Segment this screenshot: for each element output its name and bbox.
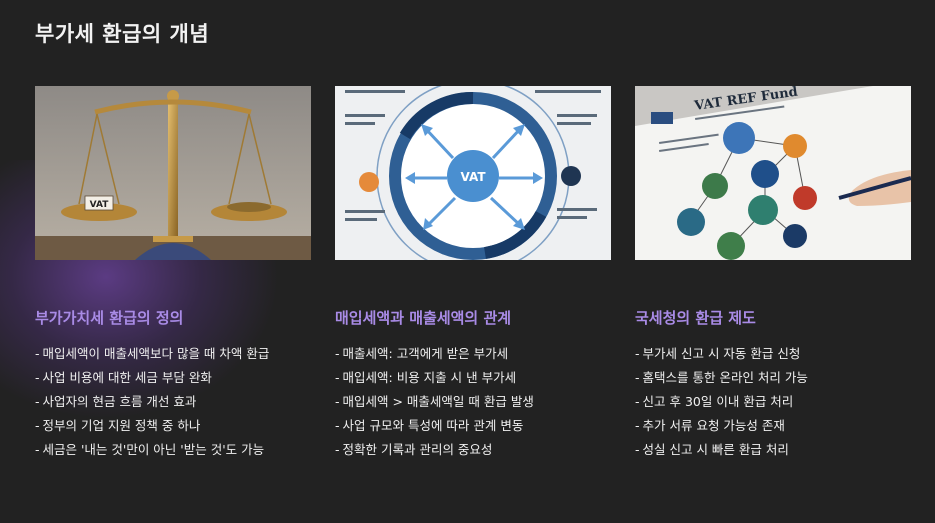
bullet-list: -부가세 신고 시 자동 환급 신청 -홈택스를 통한 온라인 처리 가능 -신… <box>635 342 911 462</box>
list-item: -정부의 기업 지원 정책 중 하나 <box>35 418 201 433</box>
list-item: -세금은 '내는 것'만이 아닌 '받는 것'도 가능 <box>35 442 265 457</box>
page-title: 부가세 환급의 개념 <box>35 22 210 46</box>
list-item: -신고 후 30일 이내 환급 처리 <box>635 394 794 409</box>
list-item: -홈택스를 통한 온라인 처리 가능 <box>635 370 808 385</box>
list-item: -추가 서류 요청 가능성 존재 <box>635 418 785 433</box>
bullet-list: -매입세액이 매출세액보다 많을 때 차액 환급 -사업 비용에 대한 세금 부… <box>35 342 311 462</box>
vat-block-label: VAT <box>90 200 110 210</box>
vat-center-label: VAT <box>460 170 486 184</box>
list-item: -정확한 기록과 관리의 중요성 <box>335 442 493 457</box>
list-item: -성실 신고 시 빠른 환급 처리 <box>635 442 789 457</box>
list-item: -매입세액 > 매출세액일 때 환급 발생 <box>335 394 534 409</box>
card-vat-refund-definition: VAT 부가가치세 환급의 정의 -매입세액이 매출세액보다 많을 때 차액 환… <box>35 86 311 462</box>
bullet-list: -매출세액: 고객에게 받은 부가세 -매입세액: 비용 지출 시 낸 부가세 … <box>335 342 611 462</box>
list-item: -부가세 신고 시 자동 환급 신청 <box>635 346 801 361</box>
balance-scale-image: VAT <box>35 86 311 260</box>
card-heading: 국세청의 환급 제도 <box>635 309 756 327</box>
card-heading: 매입세액과 매출세액의 관계 <box>335 309 512 327</box>
list-item: -매출세액: 고객에게 받은 부가세 <box>335 346 509 361</box>
refund-flowchart-document-image: VAT REF Fund <box>635 86 911 260</box>
vat-cycle-diagram-image: VAT <box>335 86 611 260</box>
card-input-output-tax-relation: VAT <box>335 86 611 462</box>
list-item: -매입세액이 매출세액보다 많을 때 차액 환급 <box>35 346 270 361</box>
list-item: -사업 규모와 특성에 따라 관계 변동 <box>335 418 524 433</box>
list-item: -매입세액: 비용 지출 시 낸 부가세 <box>335 370 517 385</box>
list-item: -사업자의 현금 흐름 개선 효과 <box>35 394 197 409</box>
list-item: -사업 비용에 대한 세금 부담 완화 <box>35 370 212 385</box>
card-heading: 부가가치세 환급의 정의 <box>35 309 184 327</box>
card-nts-refund-system: VAT REF Fund <box>635 86 911 462</box>
